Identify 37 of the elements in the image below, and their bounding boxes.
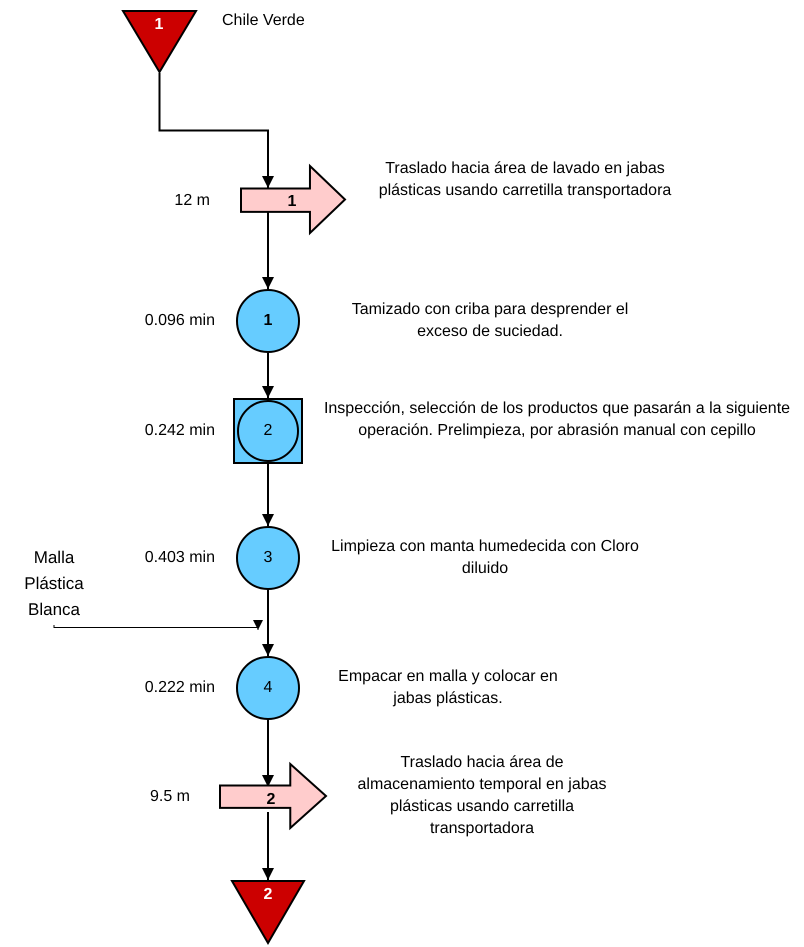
measure-label: 0.222 min [144, 678, 215, 698]
material-label: Malla Plástica Blanca [10, 545, 98, 623]
measure-label: 9.5 m [148, 787, 190, 807]
operation-circle [236, 656, 300, 720]
step-number: 2 [264, 886, 272, 904]
operation-circle [236, 526, 300, 590]
operation-circle [236, 289, 300, 353]
arrow [158, 73, 274, 188]
transport-arrow [240, 165, 346, 234]
arrow [262, 212, 274, 289]
step-number: 1 [288, 193, 296, 211]
arrow [262, 590, 274, 656]
measure-label: 0.096 min [144, 311, 215, 331]
step-number: 1 [264, 312, 272, 330]
step-number: 2 [264, 422, 272, 440]
storage-triangle [231, 880, 305, 944]
measure-label: 12 m [173, 191, 210, 211]
measure-label: 0.242 min [144, 421, 215, 441]
arrow [54, 620, 263, 630]
arrow [262, 464, 274, 526]
step-description: Chile Verde [222, 11, 306, 31]
step-description: Inspección, selección de los productos que pasarán a la siguiente operación. Prelimpieza, por abrasión manual con cepillo [322, 399, 792, 441]
step-description: Limpieza con manta humedecida con Cloro diluido [330, 537, 640, 579]
step-number: 4 [264, 679, 272, 697]
step-number: 2 [266, 791, 276, 809]
step-description: Traslado hacia área de lavado en jabas plásticas usando carretilla transportadora [378, 159, 672, 201]
arrow [262, 720, 274, 787]
arrow [262, 353, 274, 398]
storage-triangle [122, 10, 197, 73]
step-description: Traslado hacia área de almacenamiento temporal en jabas plásticas usando carretilla transportadora [356, 753, 608, 839]
step-number: 1 [154, 16, 164, 34]
step-description: Tamizado con criba para desprender el exceso de suciedad. [350, 300, 630, 342]
arrow [262, 812, 274, 880]
step-description: Empacar en malla y colocar en jabas plásticas. [337, 667, 559, 709]
combined-operation-symbol [233, 398, 303, 464]
transport-arrow [219, 763, 327, 829]
step-number: 3 [264, 549, 272, 567]
